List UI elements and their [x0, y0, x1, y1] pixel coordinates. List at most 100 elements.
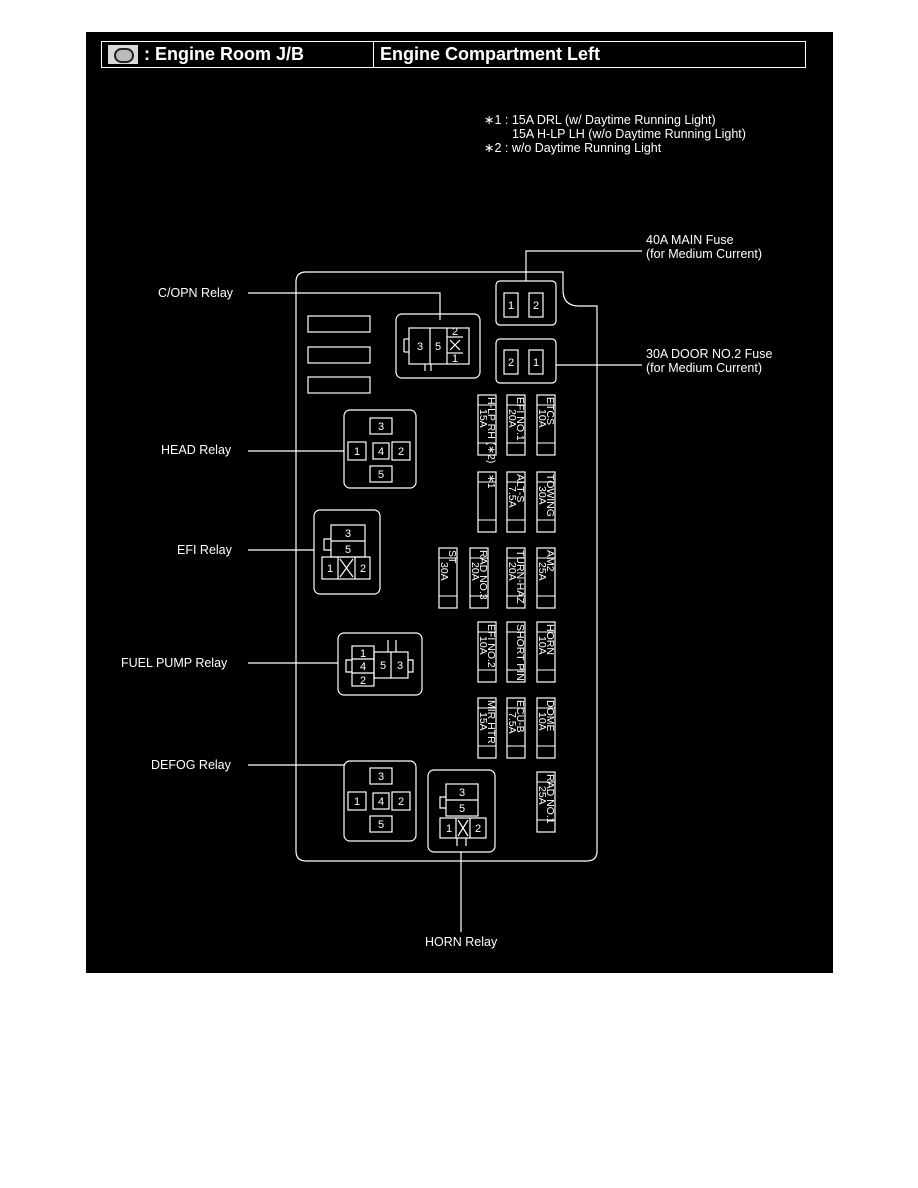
fuse-slot [477, 621, 497, 683]
fuse-name: ECU-B [514, 700, 526, 733]
fuel-pump-pin: 4 [360, 661, 366, 673]
head-pin: 3 [378, 421, 384, 433]
defog-pin: 4 [378, 796, 384, 808]
horn-pin: 3 [459, 787, 465, 799]
header-left-title: : Engine Room J/B [144, 44, 305, 64]
fuse-amperage: 20A [506, 409, 518, 428]
fuse-name: ST [446, 550, 458, 564]
fuse-name: DOME [544, 700, 556, 732]
defog-relay [343, 760, 417, 842]
blank-slot-2 [307, 346, 371, 364]
blank-slot-1 [307, 315, 371, 333]
fuel-pump-relay-label: FUEL PUMP Relay [121, 656, 228, 670]
fuse-slot [506, 621, 526, 683]
leader-copn [248, 292, 441, 320]
fuse-slot [477, 471, 497, 533]
head-pin: 5 [378, 469, 384, 481]
fuse-slot [536, 471, 556, 533]
header-left: : Engine Room J/B [108, 44, 304, 65]
note-line-1: ∗1 : 15A DRL (w/ Daytime Running Light) [484, 113, 716, 127]
fuse-slot [536, 771, 556, 833]
head-pin: 2 [398, 446, 404, 458]
door-fuse-block [495, 338, 557, 384]
fuse-slot [438, 547, 458, 609]
fuse-amperage: 25A [536, 562, 548, 581]
horn-pin: 5 [459, 803, 465, 815]
head-pin: 4 [378, 446, 384, 458]
fuse-slot [477, 697, 497, 759]
main-fuse-sublabel: (for Medium Current) [646, 247, 762, 261]
fuel-pump-pin: 5 [380, 660, 386, 672]
fuse-r4c2: SHORT PIN [506, 621, 526, 683]
fuse-slot [536, 547, 556, 609]
defog-relay-label: DEFOG Relay [151, 758, 231, 772]
copn-pin: 2 [452, 326, 458, 338]
fuse-amperage: 15A [477, 409, 489, 428]
fuse-name: TOWING [544, 474, 556, 517]
efi-relay-label: EFI Relay [177, 543, 232, 557]
defog-pin: 2 [398, 796, 404, 808]
defog-pin: 3 [378, 771, 384, 783]
fuse-name: TURN-HAZ [514, 550, 526, 604]
fuse-slot [506, 394, 526, 456]
fuel-pump-pin: 2 [360, 675, 366, 687]
fuse-amperage: 10A [536, 636, 548, 655]
junction-block-outline [295, 271, 598, 862]
fuse-amperage: 7.5A [506, 486, 518, 508]
fuse-slot [536, 394, 556, 456]
head-pin: 1 [354, 446, 360, 458]
door-fuse-sublabel: (for Medium Current) [646, 361, 762, 375]
copn-pin: 3 [417, 341, 423, 353]
fuse-r5c2: ECU-B7.5A [506, 697, 526, 759]
door-fuse-pin: 2 [508, 357, 514, 369]
horn-pin: 1 [446, 823, 452, 835]
main-fuse-pin: 1 [508, 300, 514, 312]
fuse-slot [506, 697, 526, 759]
note-line-2: 15A H-LP LH (w/o Daytime Running Light) [512, 127, 746, 141]
fuel-pump-pin: 1 [360, 648, 366, 660]
fuel-pump-pin: 3 [397, 660, 403, 672]
fuse-name: RAD NO.1 [544, 774, 556, 824]
fuse-name: ∗1 [485, 474, 497, 489]
door-fuse-label: 30A DOOR NO.2 Fuse [646, 347, 773, 361]
fuse-amperage: 15A [477, 712, 489, 731]
header-divider [373, 42, 374, 67]
defog-pin: 1 [354, 796, 360, 808]
efi-pin: 1 [327, 563, 333, 575]
copn-pin: 5 [435, 341, 441, 353]
fuse-name: EFI NO.1 [514, 397, 526, 441]
fuse-slot [536, 697, 556, 759]
copn-pin: 1 [452, 353, 458, 365]
fuse-name: H-LP RH (∗2) [485, 397, 497, 463]
efi-pin: 3 [345, 528, 351, 540]
fuse-amperage: 30A [438, 562, 450, 581]
fuse-amperage: 10A [536, 712, 548, 731]
head-relay [343, 409, 417, 489]
fuse-amperage: 10A [477, 636, 489, 655]
horn-pin: 2 [475, 823, 481, 835]
horn-relay [427, 769, 496, 853]
main-fuse-block [495, 280, 557, 326]
fuse-r1c1: H-LP RH (∗2)15A [477, 394, 497, 463]
efi-pin: 2 [360, 563, 366, 575]
efi-pin: 5 [345, 544, 351, 556]
note-line-3: ∗2 : w/o Daytime Running Light [484, 141, 662, 155]
fuse-name: SHORT PIN [514, 624, 526, 681]
fuse-name: RAD NO.3 [477, 550, 489, 600]
fuse-slot [506, 471, 526, 533]
fuse-amperage: 7.5A [506, 712, 518, 734]
fuse-slot [477, 394, 497, 456]
connector-oval-icon [108, 45, 138, 64]
